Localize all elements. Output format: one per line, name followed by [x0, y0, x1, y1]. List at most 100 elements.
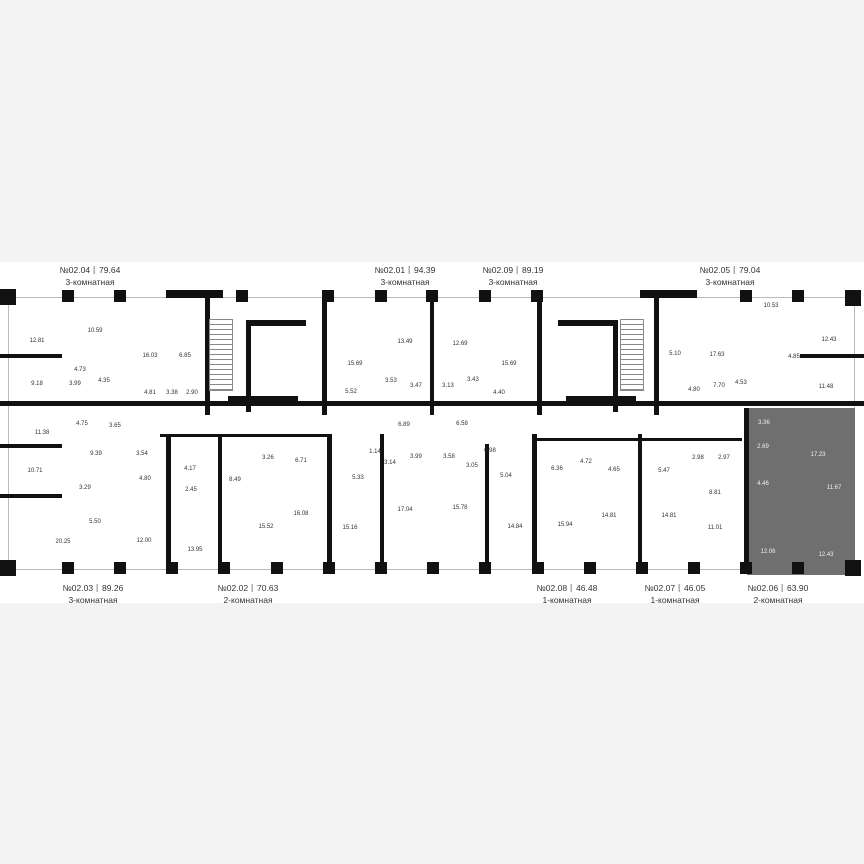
- room-area: 4.65: [608, 467, 620, 473]
- room-area: 15.94: [557, 522, 573, 528]
- room-area: 20.25: [55, 539, 71, 545]
- column: [688, 562, 700, 574]
- room-area: 2.69: [757, 444, 769, 450]
- column: [0, 289, 16, 305]
- room-area: 11.38: [34, 430, 50, 436]
- room-area: 10.53: [763, 303, 779, 309]
- apartment-number: №02.01: [374, 265, 406, 275]
- apartment-type: 3-комнатная: [65, 277, 115, 287]
- apartment-label-0208[interactable]: №02.08 46.48 1-комнатная: [537, 582, 598, 606]
- apartment-label-0204[interactable]: №02.04 79.64 3-комнатная: [60, 264, 121, 288]
- room-area: 15.16: [342, 525, 358, 531]
- room-area: 5.52: [345, 389, 357, 395]
- apartment-type: 1-комнатная: [650, 595, 700, 605]
- wall: [0, 444, 62, 448]
- column: [236, 290, 248, 302]
- room-area: 6.36: [551, 466, 563, 472]
- wall: [532, 434, 537, 574]
- room-area: 3.13: [442, 383, 454, 389]
- apartment-area: 46.05: [684, 583, 706, 593]
- room-area: 6.89: [398, 422, 410, 428]
- room-area: 15.69: [347, 361, 363, 367]
- column: [114, 290, 126, 302]
- room-area: 5.33: [352, 475, 364, 481]
- room-area: 4.85: [788, 354, 800, 360]
- apartment-number: №02.05: [699, 265, 731, 275]
- wall: [430, 298, 434, 415]
- column: [0, 560, 16, 576]
- room-area: 12.81: [29, 338, 45, 344]
- room-area: 4.75: [76, 421, 88, 427]
- room-area: 4.81: [144, 390, 156, 396]
- room-area: 4.17: [184, 466, 196, 472]
- apartment-area: 89.19: [522, 265, 544, 275]
- apartment-number: №02.09: [482, 265, 514, 275]
- room-area: 3.05: [466, 463, 478, 469]
- wall: [380, 434, 384, 574]
- room-area: 11.48: [818, 384, 834, 390]
- apartment-number: №02.04: [59, 265, 91, 275]
- room-area: 16.08: [293, 511, 309, 517]
- column: [792, 290, 804, 302]
- room-area: 9.18: [31, 381, 43, 387]
- room-area: 12.69: [452, 341, 468, 347]
- apartment-number: №02.08: [536, 583, 568, 593]
- room-area: 9.39: [90, 451, 102, 457]
- column: [640, 290, 697, 298]
- room-area: 3.43: [467, 377, 479, 383]
- apartment-area: 94.39: [414, 265, 436, 275]
- apartment-type: 3-комнатная: [488, 277, 538, 287]
- room-area: 13.49: [397, 339, 413, 345]
- elevator-shaft-wall: [246, 320, 251, 412]
- room-area: 16.03: [142, 353, 158, 359]
- wall: [0, 494, 62, 498]
- elevator-shaft-wall: [228, 396, 298, 402]
- room-area: 6.58: [456, 421, 468, 427]
- room-area: 3.65: [109, 423, 121, 429]
- apartment-type: 1-комнатная: [542, 595, 592, 605]
- room-area: 2.90: [186, 390, 198, 396]
- column: [845, 290, 861, 306]
- column: [792, 562, 804, 574]
- elevator-shaft-wall: [566, 396, 636, 402]
- wall: [160, 434, 330, 437]
- room-area: 4.72: [580, 459, 592, 465]
- apartment-area: 46.48: [576, 583, 598, 593]
- room-area: 12.43: [821, 337, 837, 343]
- room-area: 6.85: [179, 353, 191, 359]
- apartment-label-0209[interactable]: №02.09 89.19 3-комнатная: [483, 264, 544, 288]
- elevator-shaft-wall: [246, 320, 306, 326]
- room-area: 12.06: [760, 549, 776, 555]
- wall: [327, 434, 332, 574]
- elevator-shaft-wall: [613, 320, 618, 412]
- apartment-area: 79.04: [739, 265, 761, 275]
- room-area: 5.10: [669, 351, 681, 357]
- floor-plan: №02.04 79.64 3-комнатная №02.01 94.39 3-ко…: [0, 262, 864, 606]
- room-area: 14.81: [661, 513, 677, 519]
- room-area: 11.01: [707, 525, 723, 531]
- room-area: 0.98: [484, 448, 496, 454]
- apartment-area: 79.64: [99, 265, 121, 275]
- room-area: 17.04: [397, 507, 413, 513]
- room-area: 5.50: [89, 519, 101, 525]
- apartment-number: №02.02: [217, 583, 249, 593]
- apartment-0206-highlight[interactable]: [747, 408, 855, 575]
- room-area: 4.80: [139, 476, 151, 482]
- wall: [218, 434, 222, 574]
- room-area: 4.73: [74, 367, 86, 373]
- wall: [532, 438, 742, 441]
- room-area: 2.45: [185, 487, 197, 493]
- room-area: 17.63: [709, 352, 725, 358]
- column: [427, 562, 439, 574]
- apartment-type: 2-комнатная: [223, 595, 273, 605]
- room-area: 14.84: [507, 524, 523, 530]
- column: [740, 290, 752, 302]
- apartment-number: №02.06: [747, 583, 779, 593]
- room-area: 10.59: [87, 328, 103, 334]
